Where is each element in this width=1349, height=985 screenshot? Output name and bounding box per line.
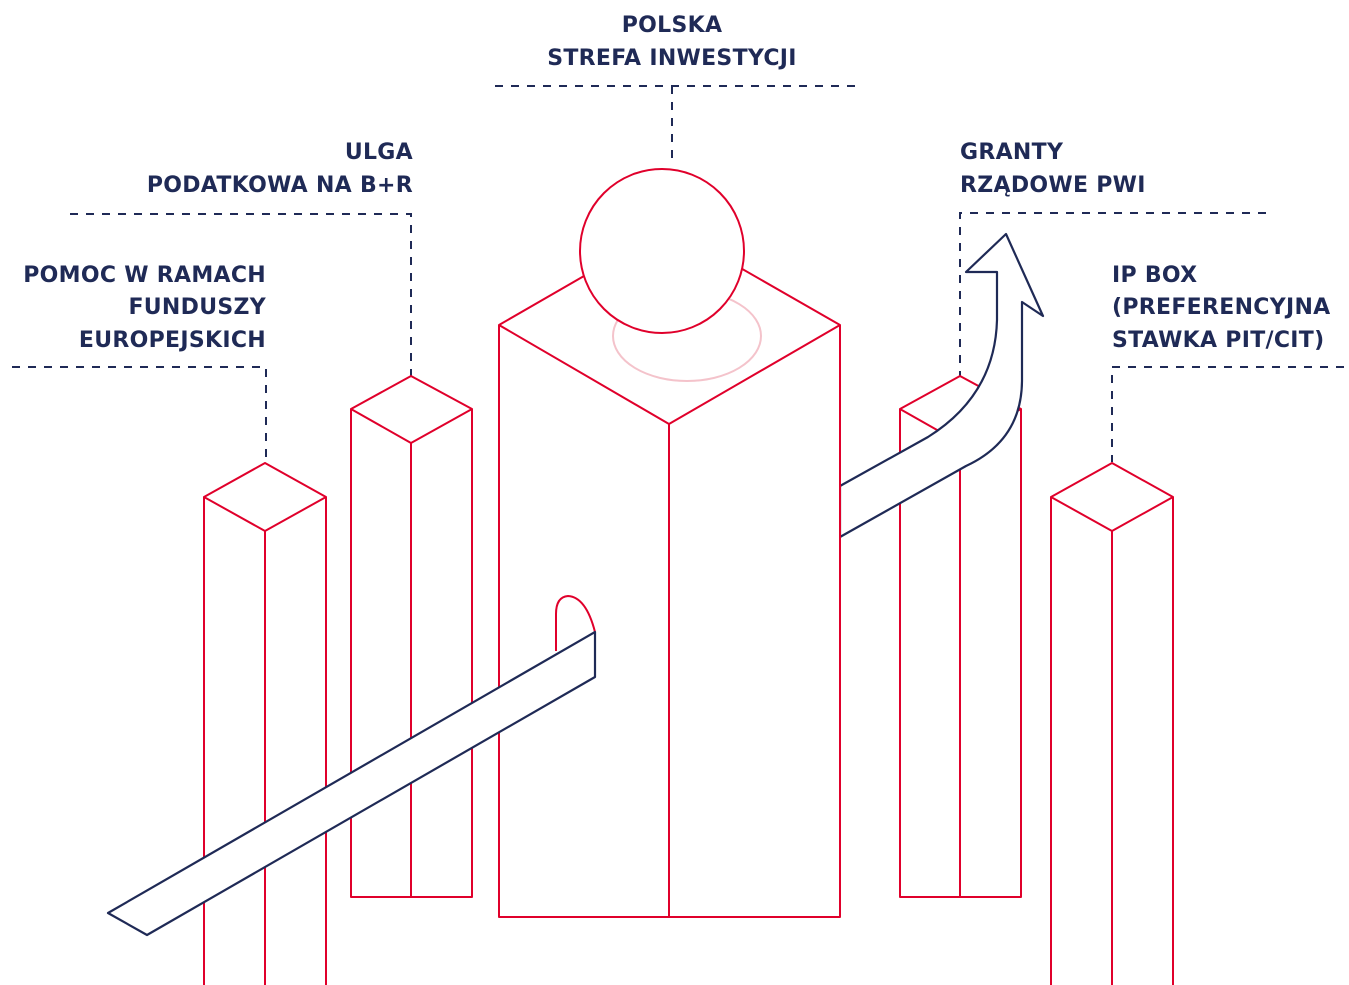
ribbon-arrow [838,232,1045,539]
leader-lines [12,85,1344,462]
label-polska-strefa-inwestycji: POLSKA STREFA INWESTYCJI [547,13,797,71]
label-center-line-1: POLSKA [622,13,723,38]
label-ip-box: IP BOX (PREFERENCYJNA STAWKA PIT/CIT) [1112,263,1331,353]
label-pomoc-fundusze: POMOC W RAMACH FUNDUSZY EUROPEJSKICH [23,263,266,353]
pillar-ip-box [1050,462,1174,985]
pillar-eu-funds [203,462,327,985]
label-right-line-1: IP BOX [1112,263,1197,288]
label-left-line-3: EUROPEJSKICH [79,328,266,353]
label-right-mid-line-2: RZĄDOWE PWI [960,173,1146,198]
label-left-line-1: POMOC W RAMACH [23,263,266,288]
pillar-rd-relief [350,375,473,898]
label-left-line-2: FUNDUSZY [128,295,266,320]
label-right-line-2: (PREFERENCYJNA [1112,295,1331,320]
leader-line-right-mid [959,212,1266,376]
leader-line-left-mid [70,213,412,376]
label-left-mid-line-1: ULGA [345,140,413,165]
leader-line-right [1111,366,1344,462]
pillar-central [498,168,841,918]
label-left-mid-line-2: PODATKOWA NA B+R [147,173,413,198]
leader-line-left [12,366,267,462]
label-center-line-2: STREFA INWESTYCJI [547,46,797,71]
leader-line-center [495,85,855,166]
ribbon-left [106,595,597,937]
label-right-line-3: STAWKA PIT/CIT) [1112,328,1324,353]
label-right-mid-line-1: GRANTY [960,140,1064,165]
label-ulga-podatkowa: ULGA PODATKOWA NA B+R [147,140,413,198]
label-granty-rzadowe: GRANTY RZĄDOWE PWI [960,140,1146,198]
